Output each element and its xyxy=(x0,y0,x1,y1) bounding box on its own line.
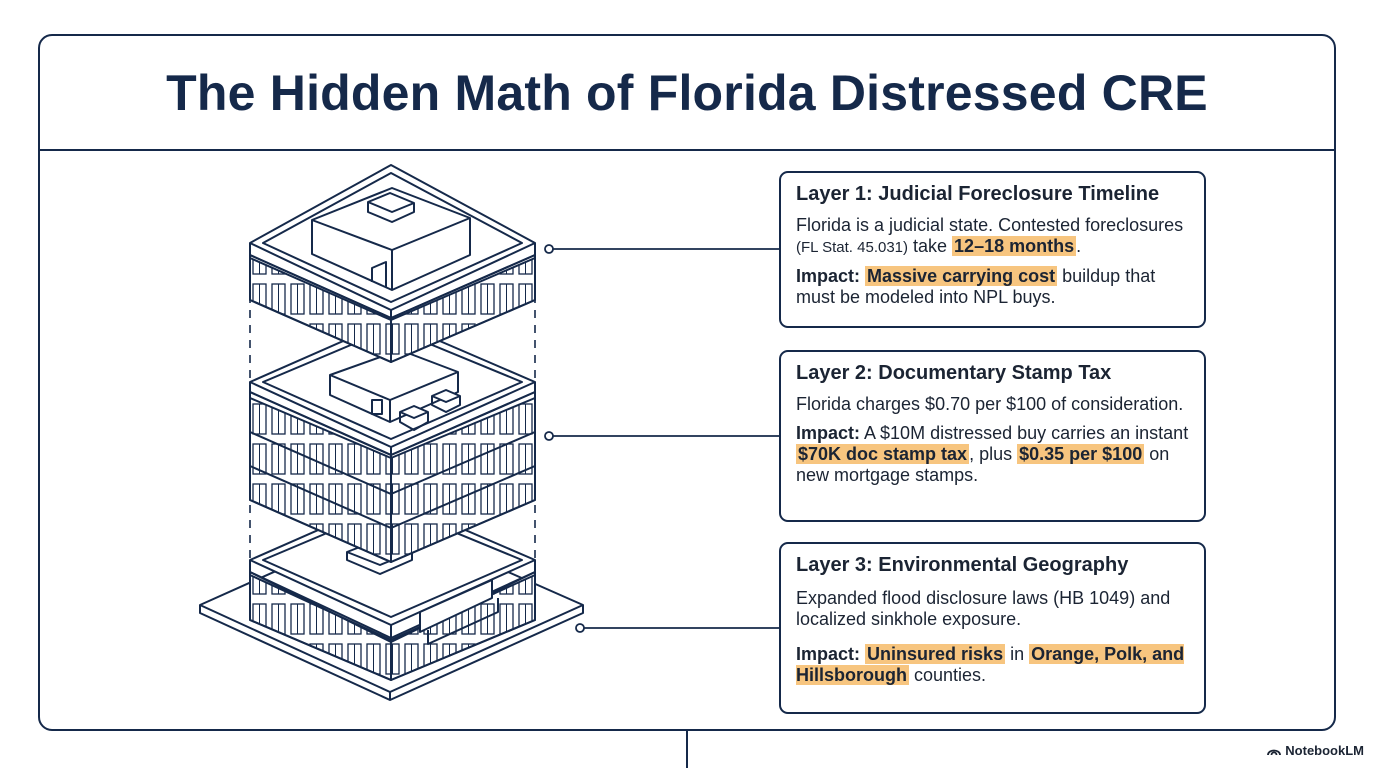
impact-label: Impact: xyxy=(796,266,861,286)
highlight-impact: Massive carrying cost xyxy=(865,266,1058,286)
layer-body: Florida is a judicial state. Contested f… xyxy=(796,215,1189,258)
impact-text: in xyxy=(1005,644,1030,664)
statute-citation: (FL Stat. 45.031) xyxy=(796,239,909,256)
layer-body: Expanded flood disclosure laws (HB 1049)… xyxy=(796,588,1171,629)
body-text: . xyxy=(1076,236,1082,256)
body-text: take xyxy=(908,236,953,256)
layer-card-3: Layer 3: Environmental Geography Expande… xyxy=(779,542,1206,714)
top-floor xyxy=(249,164,536,363)
highlight-stamp-tax: $70K doc stamp tax xyxy=(796,444,970,464)
layer-card-2: Layer 2: Documentary Stamp Tax Florida c… xyxy=(779,350,1206,522)
body-text: Florida is a judicial state. Contested f… xyxy=(796,215,1184,235)
brand-label: NotebookLM xyxy=(1285,743,1364,758)
layer-card-1: Layer 1: Judicial Foreclosure Timeline F… xyxy=(779,171,1206,328)
connector-lines xyxy=(544,244,779,633)
layer-heading: Layer 3: Environmental Geography xyxy=(796,554,1129,576)
impact-text: counties. xyxy=(909,665,987,685)
layer-impact: Impact: Massive carrying cost buildup th… xyxy=(796,266,1189,308)
layer-heading: Layer 1: Judicial Foreclosure Timeline xyxy=(796,183,1160,205)
layer-body: Florida charges $0.70 per $100 of consid… xyxy=(796,394,1184,414)
impact-label: Impact: xyxy=(796,423,861,443)
layer-heading: Layer 2: Documentary Stamp Tax xyxy=(796,362,1112,384)
highlight-uninsured: Uninsured risks xyxy=(865,644,1006,664)
highlight-timeline: 12–18 months xyxy=(952,236,1077,256)
title-bar: The Hidden Math of Florida Distressed CR… xyxy=(40,36,1334,151)
impact-text: , plus xyxy=(969,444,1018,464)
layer-impact: Impact: Uninsured risks in Orange, Polk,… xyxy=(796,644,1189,686)
impact-label: Impact: xyxy=(796,644,861,664)
brand-watermark: NotebookLM xyxy=(1267,743,1364,758)
diagram-frame: The Hidden Math of Florida Distressed CR… xyxy=(38,34,1336,731)
impact-text: buildup that must be modeled into NPL bu… xyxy=(796,266,1156,307)
page-title: The Hidden Math of Florida Distressed CR… xyxy=(166,64,1208,121)
impact-text: on new mortgage stamps. xyxy=(796,444,1170,485)
layer-impact: Impact: A $10M distressed buy carries an… xyxy=(796,423,1189,486)
impact-text: A $10M distressed buy carries an instant xyxy=(860,423,1189,443)
bottom-stem-line xyxy=(686,731,688,768)
notebooklm-logo-icon xyxy=(1267,749,1282,755)
middle-floor xyxy=(249,319,536,563)
highlight-mortgage-rate: $0.35 per $100 xyxy=(1017,444,1145,464)
